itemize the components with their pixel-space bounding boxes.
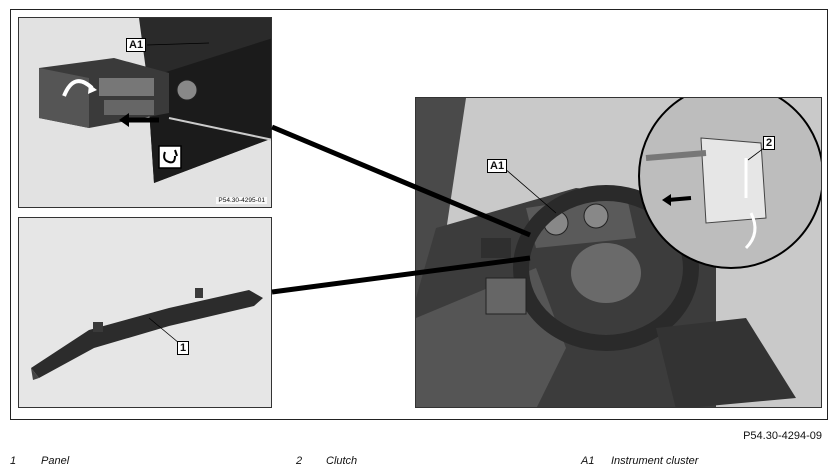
legend: 1 Panel 2 Clutch A1 Instrument cluster xyxy=(0,455,836,471)
callout-1-label: 1 xyxy=(177,341,190,355)
legend-num-1: 1 xyxy=(10,455,17,467)
legend-num-2: 2 xyxy=(296,455,303,467)
legend-num-a1: A1 xyxy=(581,455,595,467)
callout-a1-label: A1 xyxy=(126,38,147,52)
figure-ref-small: P54.30-4295-01 xyxy=(216,197,267,204)
panel-part-photo: 1 xyxy=(18,217,272,408)
cluster-removal-detail-photo: A1 P54.30-4295-01 xyxy=(18,17,272,208)
panel-part-illustration xyxy=(19,218,271,407)
legend-text-1: Panel xyxy=(41,455,70,467)
figure-reference: P54.30-4294-09 xyxy=(743,430,822,442)
callout-a1-label-right: A1 xyxy=(487,159,508,173)
legend-text-2: Clutch xyxy=(326,455,358,467)
legend-text-a1: Instrument cluster xyxy=(611,455,699,467)
cockpit-illustration xyxy=(416,98,821,407)
callout-2-label: 2 xyxy=(763,136,776,150)
cockpit-overview-photo: A1 2 xyxy=(415,97,822,408)
